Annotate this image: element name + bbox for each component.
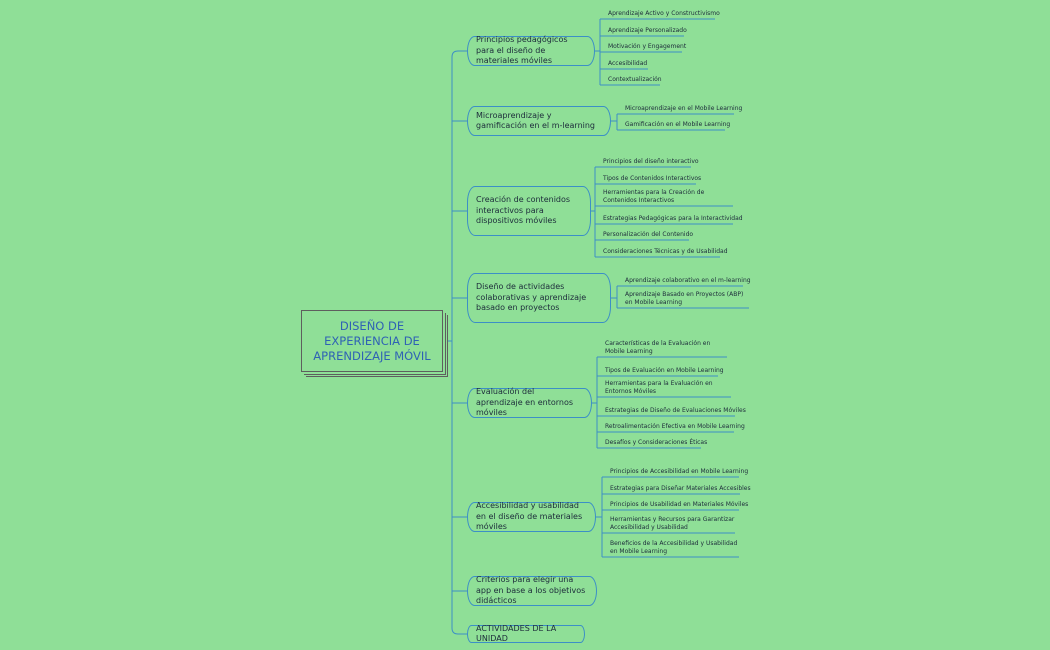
root-node[interactable]: DISEÑO DE EXPERIENCIA DE APRENDIZAJE MÓV… [301,310,443,372]
topic-label: Diseño de actividades colaborativas y ap… [476,282,587,313]
leaf-label: Tipos de Evaluación en Mobile Learning [605,367,724,374]
leaf-node[interactable]: Accesibilidad [608,60,648,68]
leaf-node[interactable]: Herramientas para la Creación de Conteni… [603,189,733,204]
leaf-label: Principios de Usabilidad en Materiales M… [610,501,749,508]
leaf-label: Desafíos y Consideraciones Éticas [605,439,708,446]
topic-node[interactable]: Principios pedagógicos para el diseño de… [467,35,595,66]
leaf-label: Aprendizaje Activo y Constructivismo [608,10,720,17]
topic-label: Microaprendizaje y gamificación en el m-… [476,110,596,131]
leaf-label: Principios del diseño interactivo [603,158,699,165]
branch-connector [451,50,467,58]
leaf-node[interactable]: Estrategias para Diseñar Materiales Acce… [610,485,751,493]
leaf-node[interactable]: Retroalimentación Efectiva en Mobile Lea… [605,423,745,431]
topic-node[interactable]: Diseño de actividades colaborativas y ap… [467,273,611,323]
leaf-node[interactable]: Herramientas y Recursos para Garantizar … [610,516,735,531]
topic-label: Evaluación del aprendizaje en entornos m… [476,387,574,418]
leaf-node[interactable]: Personalización del Contenido [603,231,693,239]
leaf-label: Personalización del Contenido [603,231,694,238]
topic-label: Creación de contenidos interactivos para… [476,195,571,226]
leaf-label: Motivación y Engagement [608,43,687,50]
leaf-node[interactable]: Desafíos y Consideraciones Éticas [605,439,707,447]
leaf-label: Principios de Accesibilidad en Mobile Le… [610,468,749,475]
leaf-label: Herramientas y Recursos para Garantizar … [610,516,735,531]
leaf-node[interactable]: Aprendizaje Activo y Constructivismo [608,10,720,18]
leaf-node[interactable]: Tipos de Evaluación en Mobile Learning [605,367,724,375]
leaf-label: Contextualización [608,76,662,83]
leaf-node[interactable]: Aprendizaje Personalizado [608,27,687,35]
leaf-node[interactable]: Características de la Evaluación en Mobi… [605,340,727,355]
root-label: DISEÑO DE EXPERIENCIA DE APRENDIZAJE MÓV… [313,318,431,363]
branch-connector [451,627,467,635]
leaf-node[interactable]: Consideraciones Técnicas y de Usabilidad [603,248,728,256]
topic-node[interactable]: Criterios para elegir una app en base a … [467,575,597,606]
leaf-label: Aprendizaje Basado en Proyectos (ABP) en… [625,291,744,306]
leaf-node[interactable]: Principios del diseño interactivo [603,158,699,166]
leaf-node[interactable]: Beneficios de la Accesibilidad y Usabili… [610,540,739,555]
leaf-node[interactable]: Principios de Accesibilidad en Mobile Le… [610,468,748,476]
leaf-label: Gamificación en el Mobile Learning [625,121,731,128]
topic-label: Criterios para elegir una app en base a … [476,575,586,606]
leaf-label: Características de la Evaluación en Mobi… [605,340,711,355]
leaf-label: Retroalimentación Efectiva en Mobile Lea… [605,423,745,430]
leaf-node[interactable]: Tipos de Contenidos Interactivos [603,175,701,183]
leaf-node[interactable]: Estrategias de Diseño de Evaluaciones Mó… [605,407,746,415]
topic-node[interactable]: Accesibilidad y usabilidad en el diseño … [467,501,596,532]
leaf-label: Aprendizaje colaborativo en el m-learnin… [625,277,751,284]
topic-node[interactable]: Microaprendizaje y gamificación en el m-… [467,106,611,136]
leaf-node[interactable]: Principios de Usabilidad en Materiales M… [610,501,748,509]
leaf-label: Aprendizaje Personalizado [608,27,687,34]
topic-label: Principios pedagógicos para el diseño de… [476,35,568,66]
leaf-label: Accesibilidad [608,60,648,67]
leaf-label: Microaprendizaje en el Mobile Learning [625,105,743,112]
leaf-label: Herramientas para la Evaluación en Entor… [605,380,713,395]
leaf-node[interactable]: Motivación y Engagement [608,43,686,51]
topic-label: Accesibilidad y usabilidad en el diseño … [476,501,583,532]
leaf-label: Tipos de Contenidos Interactivos [603,175,702,182]
leaf-node[interactable]: Estrategias Pedagógicas para la Interact… [603,215,743,223]
leaf-node[interactable]: Herramientas para la Evaluación en Entor… [605,380,731,395]
leaf-node[interactable]: Microaprendizaje en el Mobile Learning [625,105,742,113]
leaf-node[interactable]: Gamificación en el Mobile Learning [625,121,730,129]
leaf-label: Beneficios de la Accesibilidad y Usabili… [610,540,738,555]
topic-node[interactable]: Creación de contenidos interactivos para… [467,186,591,236]
leaf-node[interactable]: Aprendizaje Basado en Proyectos (ABP) en… [625,291,749,306]
leaf-label: Consideraciones Técnicas y de Usabilidad [603,248,728,255]
topic-label: ACTIVIDADES DE LA UNIDAD [476,623,557,644]
leaf-label: Estrategias de Diseño de Evaluaciones Mó… [605,407,746,414]
leaf-node[interactable]: Contextualización [608,76,662,84]
leaf-node[interactable]: Aprendizaje colaborativo en el m-learnin… [625,277,751,285]
leaf-label: Herramientas para la Creación de Conteni… [603,189,705,204]
topic-node[interactable]: Evaluación del aprendizaje en entornos m… [467,387,592,418]
leaf-label: Estrategias Pedagógicas para la Interact… [603,215,743,222]
leaf-label: Estrategias para Diseñar Materiales Acce… [610,485,751,492]
topic-node[interactable]: ACTIVIDADES DE LA UNIDAD [467,623,585,644]
